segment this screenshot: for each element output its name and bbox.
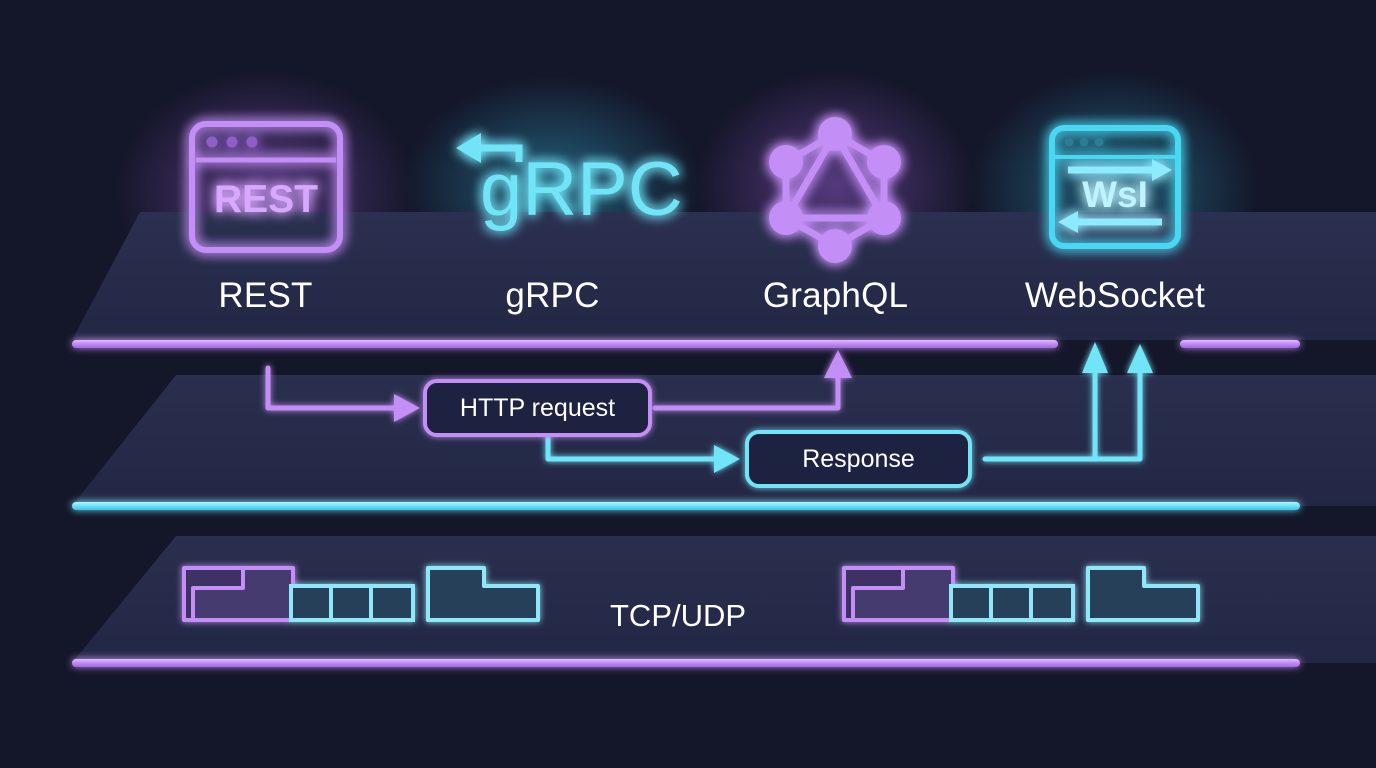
http-request-box[interactable]: [423, 379, 652, 437]
packet-cyan-2: [329, 584, 373, 622]
response-box-label: Response: [802, 445, 915, 473]
protocol-label-websocket: WebSocket: [1024, 276, 1206, 315]
packet-purple-b: [191, 566, 295, 622]
flow-response-to-websocket-b: [982, 370, 1143, 462]
rest-browser-icon[interactable]: REST: [189, 121, 343, 253]
response-box[interactable]: [745, 430, 972, 488]
flow-http-request-to-graphql: [652, 375, 841, 411]
packet-cyan-3: [1029, 584, 1075, 622]
flow-http-request-to-response: [545, 429, 721, 462]
packet-group-right: [842, 566, 1200, 622]
transport-layer-divider: [72, 659, 1300, 667]
flow-rest-to-http-request: [265, 365, 401, 411]
protocol-layer-slab: [72, 212, 1376, 340]
protocol-label-graphql: GraphQL: [762, 276, 909, 315]
graphql-hexagon-icon[interactable]: [769, 117, 901, 263]
packet-cyan-2: [989, 584, 1033, 622]
protocol-label-rest: REST: [218, 276, 313, 315]
http-request-box-label: HTTP request: [459, 394, 616, 422]
packet-tail-block: [1086, 566, 1200, 622]
message-layer-divider: [72, 502, 1300, 510]
packet-cyan-1: [949, 584, 993, 622]
protocol-layer-divider-left: [72, 340, 1058, 348]
grpc-icon-text: gRPC: [480, 147, 683, 232]
transport-layer-slab: [72, 536, 1376, 663]
packet-cyan-1: [289, 584, 333, 622]
layer-dividers: [72, 340, 1300, 667]
packet-cyan-3: [369, 584, 415, 622]
transport-layer-label: TCP/UDP: [610, 598, 747, 633]
protocol-label-grpc: gRPC: [505, 276, 600, 315]
packet-purple-b: [851, 566, 955, 622]
grpc-wordmark-icon[interactable]: gRPC: [456, 133, 683, 232]
websocket-browser-icon[interactable]: WsI: [1049, 125, 1181, 249]
flow-http-request-to-graphql-arrowhead: [824, 350, 852, 378]
protocol-layer-divider-right: [1180, 340, 1300, 348]
packet-tail-block: [426, 566, 540, 622]
websocket-icon-text: WsI: [1082, 174, 1148, 215]
flow-response-to-websocket-b-arrowhead: [1127, 344, 1153, 373]
flow-rest-to-http-request-arrowhead: [394, 394, 420, 422]
http-request-box-outline: [423, 379, 652, 437]
flow-response-to-websocket-a-arrowhead: [1082, 342, 1108, 373]
flow-http-request-to-response-arrowhead: [714, 445, 740, 473]
rest-icon-text: REST: [214, 178, 318, 221]
response-box-outline: [745, 430, 972, 488]
packet-group-left: [182, 566, 540, 622]
